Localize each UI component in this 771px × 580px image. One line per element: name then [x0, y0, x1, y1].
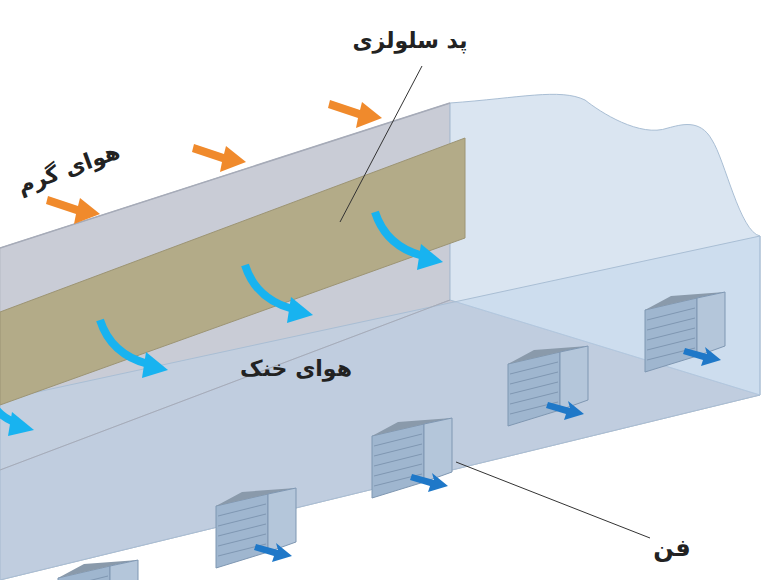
fan-unit: [216, 488, 296, 568]
fan-label: فن: [653, 534, 690, 562]
pad-label: پد سلولزی: [352, 28, 467, 53]
cool-air-label: هوای خنک: [240, 356, 352, 381]
leader-line: [340, 66, 422, 222]
cellulose-pad: [0, 138, 465, 405]
fan-group: [58, 292, 725, 580]
fan-unit: [372, 418, 452, 498]
fan-unit: [58, 560, 138, 580]
fan-unit: [508, 346, 588, 426]
warm-air-label: هوای گرم: [13, 138, 122, 198]
fan-unit: [645, 292, 725, 372]
cool-air-heads: [8, 244, 443, 436]
leader-line: [456, 462, 650, 538]
cool-air-arrows: [0, 212, 423, 422]
